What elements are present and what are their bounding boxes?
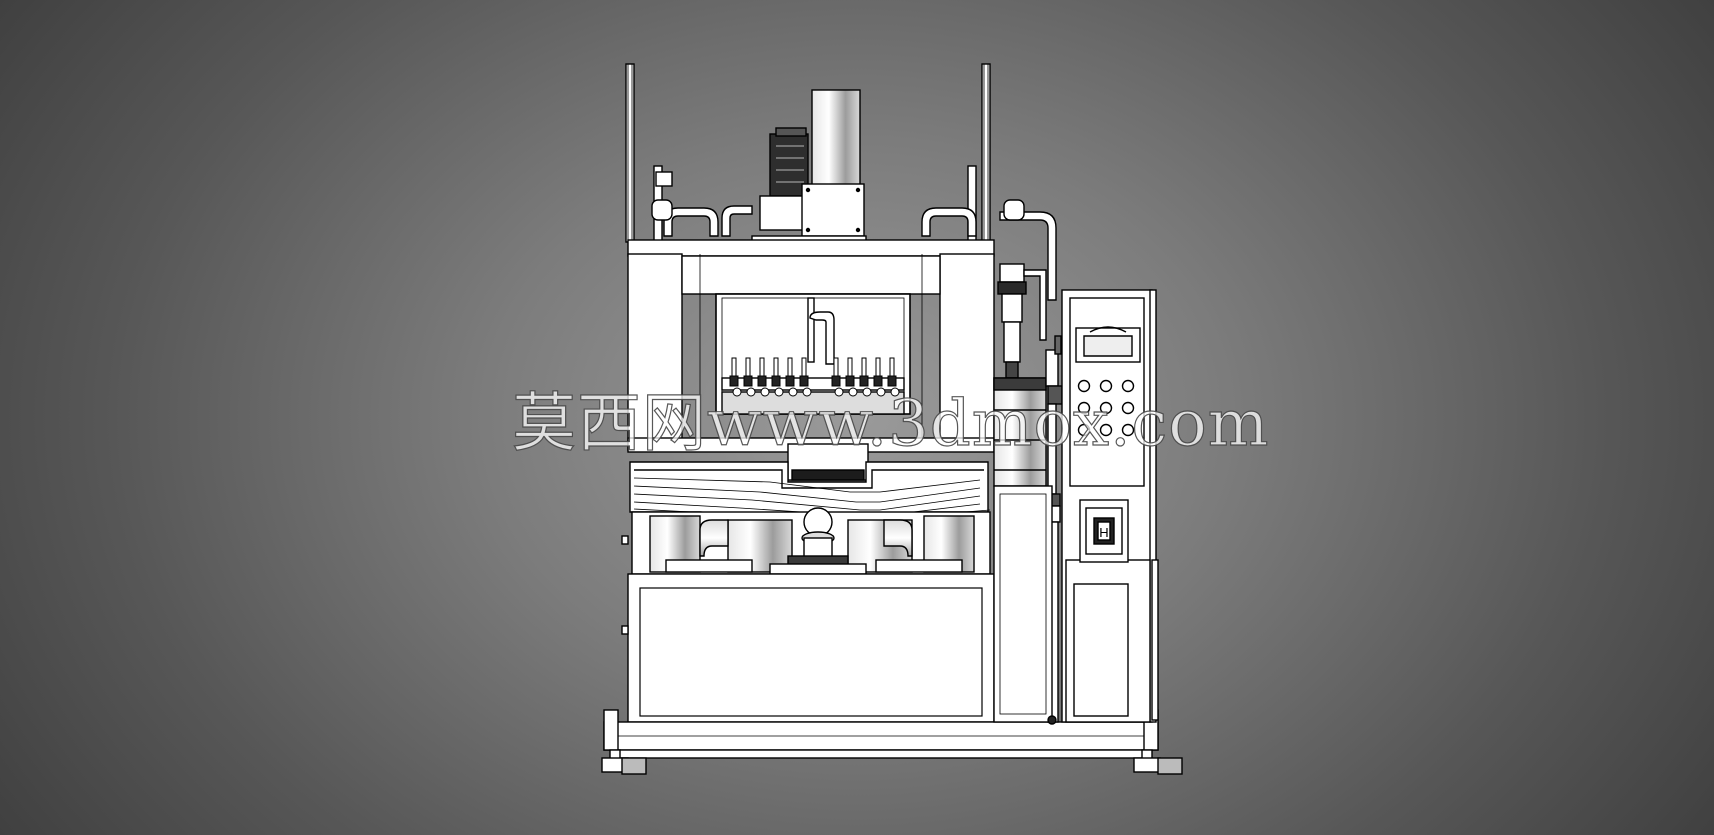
pump-cabinet bbox=[993, 485, 1057, 725]
nozzle bbox=[887, 357, 900, 397]
nozzle bbox=[771, 357, 784, 397]
panel-button bbox=[1077, 423, 1091, 437]
feed-pipe bbox=[807, 297, 835, 365]
panel-button bbox=[1099, 423, 1113, 437]
pipe-left bbox=[651, 171, 753, 237]
nozzle bbox=[743, 357, 756, 397]
base-cabinet bbox=[603, 573, 1159, 759]
guide-post-right bbox=[981, 63, 991, 243]
panel-button bbox=[1121, 379, 1135, 393]
hmi-display bbox=[1075, 326, 1141, 363]
sloped-cover bbox=[629, 461, 991, 521]
guide-post-left bbox=[625, 63, 635, 243]
panel-button bbox=[1077, 401, 1091, 415]
nozzle bbox=[785, 357, 798, 397]
panel-button bbox=[1077, 379, 1091, 393]
nozzle bbox=[757, 357, 770, 397]
panel-button bbox=[1121, 401, 1135, 415]
nozzle bbox=[729, 357, 742, 397]
panel-button-grid bbox=[1077, 379, 1135, 437]
panel-button bbox=[1099, 379, 1113, 393]
switch-label: H bbox=[1099, 525, 1108, 540]
nozzle-row bbox=[729, 357, 900, 397]
mid-beam bbox=[627, 437, 995, 481]
pipe-right bbox=[921, 199, 1057, 301]
nozzle bbox=[873, 357, 886, 397]
pump-motor bbox=[993, 349, 1063, 723]
panel-button bbox=[1099, 401, 1113, 415]
side-details bbox=[621, 335, 1062, 635]
nozzle bbox=[859, 357, 872, 397]
nozzle bbox=[845, 357, 858, 397]
leveling-foot-left bbox=[601, 709, 647, 775]
lower-chamber bbox=[631, 507, 991, 575]
panel-button bbox=[1121, 423, 1135, 437]
nozzle bbox=[799, 357, 812, 397]
filter-regulator bbox=[997, 263, 1047, 379]
main-switch-box: H bbox=[1079, 499, 1129, 563]
nozzle-manifold bbox=[721, 377, 905, 415]
nozzle bbox=[831, 357, 844, 397]
